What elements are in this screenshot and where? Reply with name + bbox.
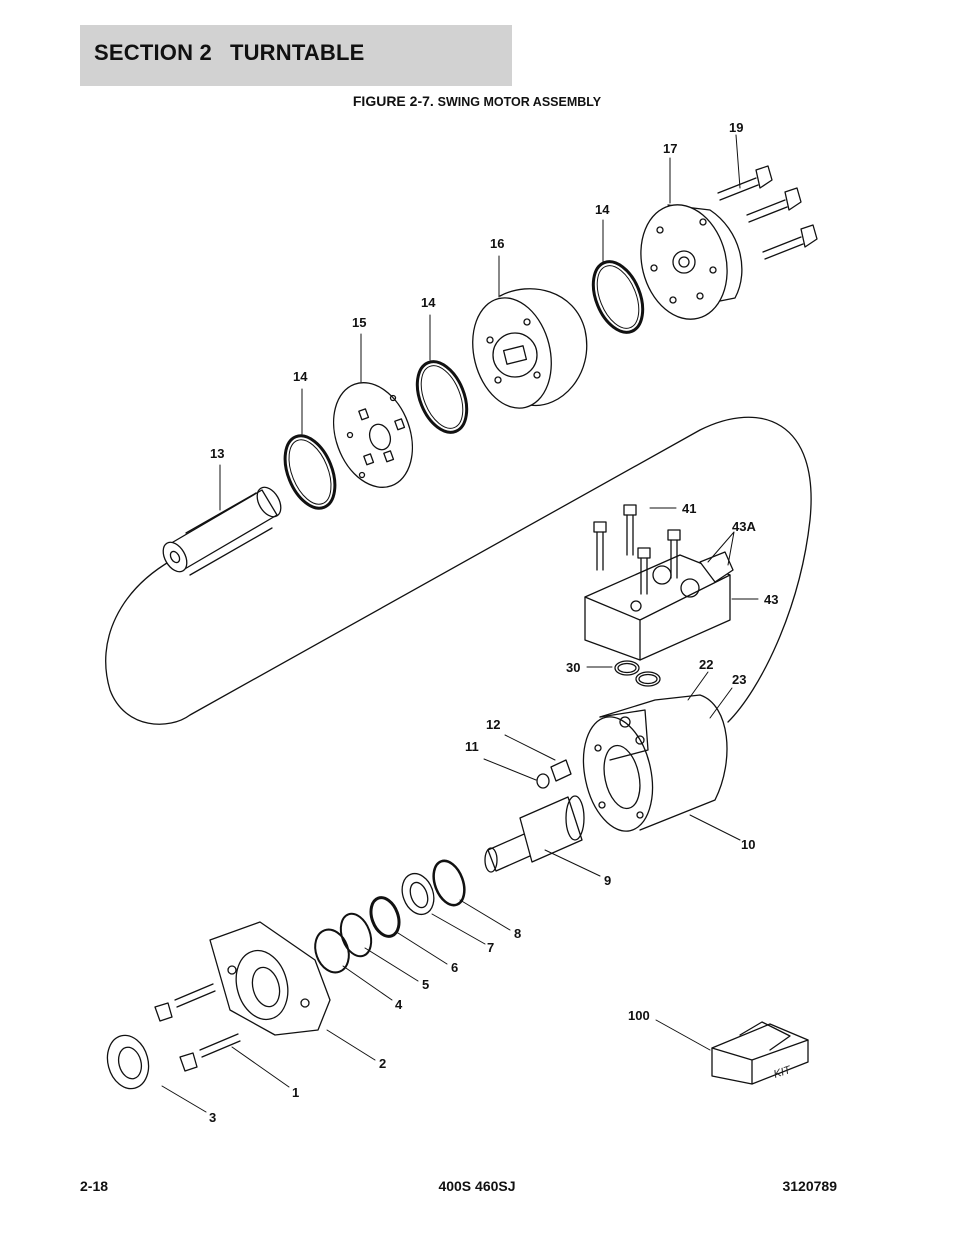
ring-5 [339,912,373,958]
callout-1: 1 [292,1085,299,1100]
footer-doc-number: 3120789 [782,1178,837,1194]
seal-ring-14-right [591,260,645,334]
callout-19: 19 [729,120,743,135]
callout-43a: 43A [732,519,756,534]
callout-12: 12 [486,717,500,732]
bolts-19 [717,165,818,260]
seal-3 [106,1034,150,1090]
footer-model: 400S 460SJ [438,1178,516,1194]
callout-7: 7 [487,940,494,955]
callout-30: 30 [566,660,580,675]
callout-16: 16 [490,236,504,251]
section-label: SECTION 2 [94,40,212,65]
drive-shaft-13 [162,486,282,576]
section-header: SECTION 2 TURNTABLE [80,25,512,86]
o-ring-30b [635,671,661,687]
cap-screws-41 [593,504,681,595]
callout-5: 5 [422,977,429,992]
manifold-block-43 [584,551,734,661]
bearing-8 [432,859,466,907]
callout-8: 8 [514,926,521,941]
callout-10: 10 [741,837,755,852]
callout-43: 43 [764,592,778,607]
callout-100: 100 [628,1008,650,1023]
motor-housing-10 [582,694,728,832]
kit-label: KIT [772,1064,793,1081]
callout-17: 17 [663,141,677,156]
callout-3: 3 [209,1110,216,1125]
callout-23: 23 [732,672,746,687]
figure-title: FIGURE 2-7. SWING MOTOR ASSEMBLY [0,93,954,109]
callout-4: 4 [395,997,403,1012]
bolts-1 [154,983,241,1072]
plug-12 [550,759,572,782]
output-shaft-9 [484,795,585,873]
callout-9: 9 [604,873,611,888]
callout-41: 41 [682,501,696,516]
o-ring-30a [614,660,640,676]
figure-number: FIGURE 2-7. [352,93,434,109]
section-name: TURNTABLE [229,40,365,65]
kit-box-100 [711,1021,809,1085]
valve-plate-15 [332,382,414,488]
callout-6: 6 [451,960,458,975]
ring-4 [314,928,350,974]
callout-14-right: 14 [595,202,610,217]
washer-7 [401,872,435,916]
footer-page-number: 2-18 [80,1178,109,1194]
callout-11: 11 [465,739,479,754]
mounting-flange-2 [209,921,331,1036]
leader-lines [161,134,759,1113]
callout-15: 15 [352,315,366,330]
seal-ring-14-mid [415,360,469,434]
seal-ring-14-left [283,434,337,510]
assembly-loop-line [105,416,812,725]
callout-22: 22 [699,657,713,672]
o-ring-11 [536,773,550,789]
callout-2: 2 [379,1056,386,1071]
end-cap-17 [640,204,743,320]
section-title: SECTION 2 TURNTABLE [94,40,365,66]
figure-caption: SWING MOTOR ASSEMBLY [437,95,602,109]
callout-14-left: 14 [293,369,308,384]
callout-13: 13 [210,446,224,461]
ring-6 [369,896,401,938]
gerotor-16 [472,288,588,409]
callout-14-mid: 14 [421,295,436,310]
